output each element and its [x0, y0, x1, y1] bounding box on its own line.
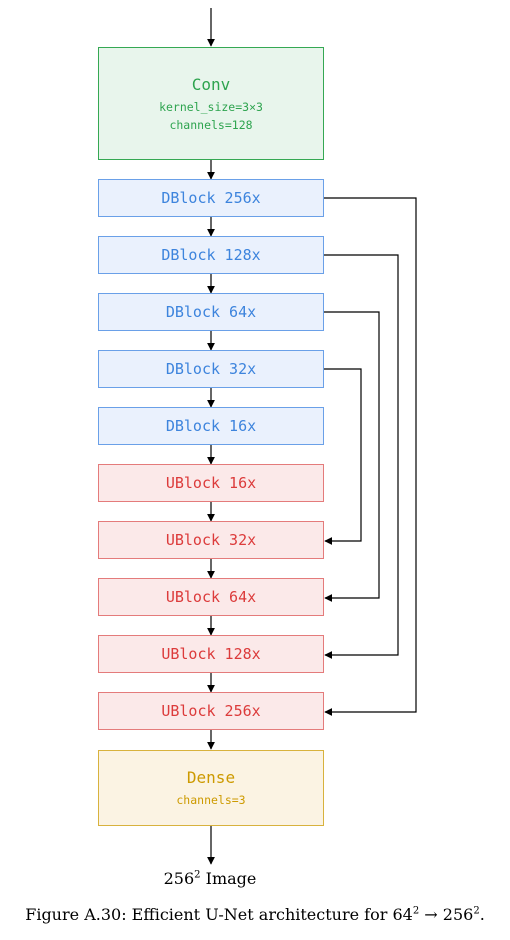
skip-connection-256: [324, 197, 417, 716]
dblock-label: DBlock 128x: [161, 246, 261, 264]
output-size: 256: [163, 869, 195, 888]
conv-block: Conv kernel_size=3×3 channels=128: [98, 47, 324, 160]
dblock-256x: DBlock 256x: [98, 179, 324, 217]
dblock-label: DBlock 32x: [165, 360, 257, 378]
ublock-256x: UBlock 256x: [98, 692, 324, 730]
dblock-16x: DBlock 16x: [98, 407, 324, 445]
dense-title: Dense: [186, 768, 236, 787]
ublock-label: UBlock 128x: [161, 645, 261, 663]
dblock-64x: DBlock 64x: [98, 293, 324, 331]
figure-caption: Figure A.30: Efficient U-Net architectur…: [0, 905, 510, 924]
skip-connection-64: [324, 311, 380, 602]
caption-to: 256: [442, 905, 474, 924]
ublock-label: UBlock 64x: [165, 588, 257, 606]
caption-to-exponent: 2: [473, 905, 480, 917]
dblock-label: DBlock 16x: [165, 417, 257, 435]
conv-channels: channels=128: [169, 117, 253, 132]
ublock-label: UBlock 16x: [165, 474, 257, 492]
conv-kernel-size: kernel_size=3×3: [159, 99, 263, 114]
ublock-label: UBlock 32x: [165, 531, 257, 549]
output-text: Image: [200, 869, 257, 888]
dblock-32x: DBlock 32x: [98, 350, 324, 388]
skip-connection-128: [324, 254, 399, 659]
caption-arrow: →: [419, 905, 443, 924]
output-label: 2562 Image: [110, 869, 310, 888]
dense-channels: channels=3: [176, 793, 246, 807]
ublock-32x: UBlock 32x: [98, 521, 324, 559]
caption-from: 64: [392, 905, 413, 924]
dense-block: Dense channels=3: [98, 750, 324, 826]
output-exponent: 2: [194, 869, 201, 881]
caption-from-exponent: 2: [412, 905, 420, 917]
ublock-64x: UBlock 64x: [98, 578, 324, 616]
caption-prefix: Figure A.30: Efficient U-Net architectur…: [25, 905, 393, 924]
ublock-label: UBlock 256x: [161, 702, 261, 720]
dblock-label: DBlock 256x: [161, 189, 261, 207]
conv-title: Conv: [191, 74, 231, 94]
ublock-16x: UBlock 16x: [98, 464, 324, 502]
dblock-label: DBlock 64x: [165, 303, 257, 321]
skip-connection-32: [324, 368, 362, 545]
dblock-128x: DBlock 128x: [98, 236, 324, 274]
ublock-128x: UBlock 128x: [98, 635, 324, 673]
caption-suffix: .: [479, 905, 485, 924]
